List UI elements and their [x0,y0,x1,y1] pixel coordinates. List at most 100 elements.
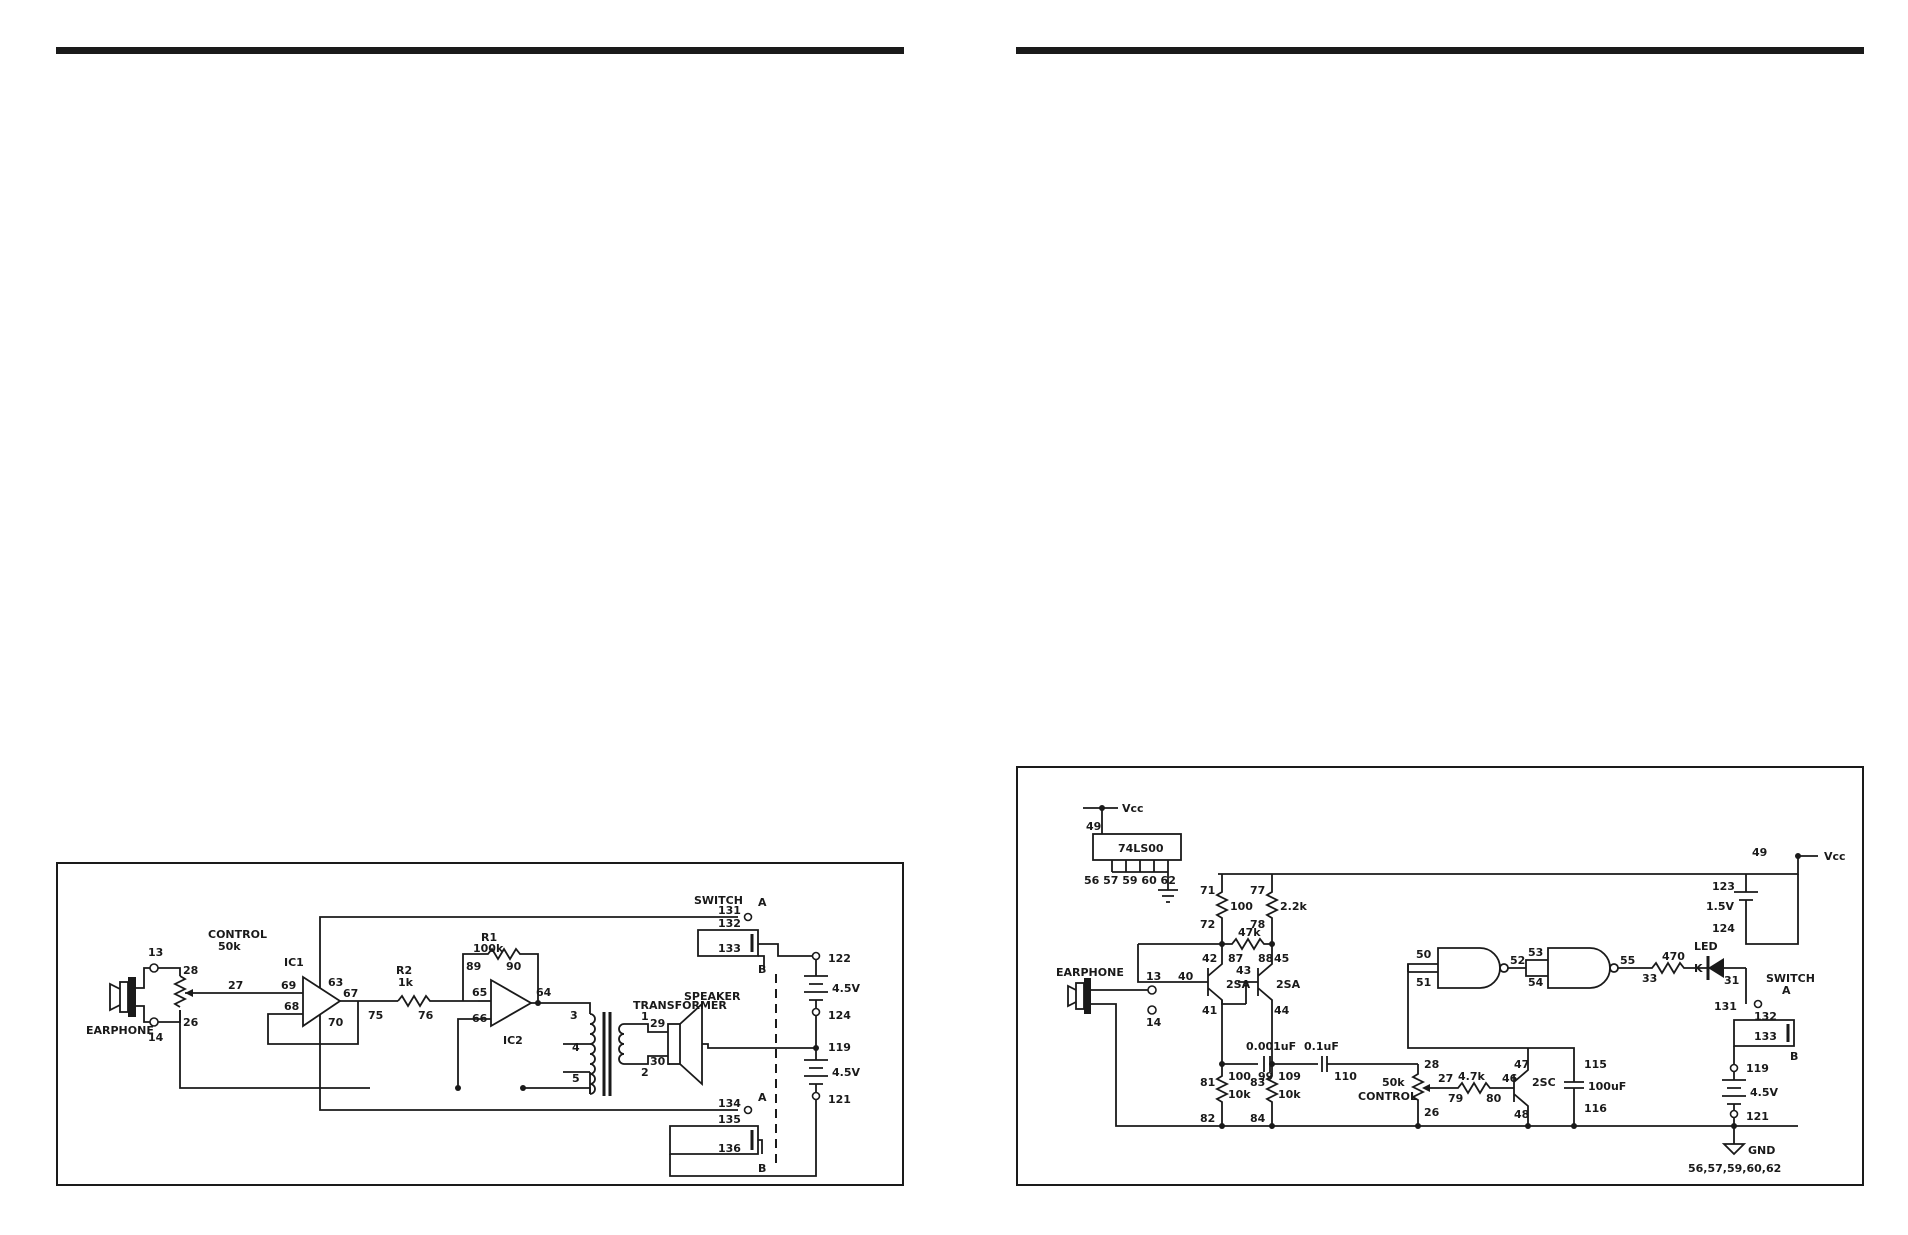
transistor-q2 [1238,944,1273,1018]
transformer-label: TRANSFORMER [633,999,727,1012]
chip-74ls00 [1092,833,1182,861]
node-121-right: 121 [1746,1110,1769,1123]
led-indicator-schematic-panel: Vcc 49 74LS00 56 57 59 60 62 Vcc 49 71 1… [1016,766,1864,1186]
node-14-right: 14 [1146,1016,1162,1029]
node-67: 67 [343,987,358,1000]
battery-45v-label: 4.5V [1750,1086,1778,1099]
node-26-right: 26 [1424,1106,1440,1119]
switch2-b-label: B [758,1162,766,1175]
top-rule-left [56,47,904,54]
node-50: 50 [1416,948,1432,961]
switch-label: SWITCH [694,894,743,907]
node-71: 71 [1200,884,1215,897]
node-27-right: 27 [1438,1072,1453,1085]
node-1: 1 [641,1010,649,1023]
amplifier-schematic-panel: 13 14 EARPHONE CONTROL 50k 28 27 26 IC1 … [56,862,904,1186]
gnd-label: GND [1748,1144,1775,1157]
node-51: 51 [1416,976,1431,989]
node-89: 89 [466,960,481,973]
chip-pins-label: 56 57 59 60 62 [1084,874,1176,887]
switch-label-right: SWITCH [1766,972,1815,985]
node-115: 115 [1584,1058,1607,1071]
node-30: 30 [650,1055,666,1068]
earphone-label-right: EARPHONE [1056,966,1124,979]
ic1-label: IC1 [284,956,304,969]
r10k-a-value: 10k [1228,1088,1251,1101]
ic1-opamp [302,975,342,1028]
node-82: 82 [1200,1112,1215,1125]
node-90: 90 [506,960,522,973]
node-87: 87 [1228,952,1243,965]
node-26: 26 [183,1016,199,1029]
node-133-right: 133 [1754,1030,1777,1043]
battery-15v-label: 1.5V [1706,900,1734,913]
node-49b: 49 [1752,846,1767,859]
switch2-a-label: A [758,1091,767,1104]
earphone-label: EARPHONE [86,1024,154,1037]
r47-value: 4.7k [1458,1070,1485,1083]
node-28: 28 [183,964,198,977]
speaker-label: SPEAKER [684,990,741,1003]
node-84: 84 [1250,1112,1266,1125]
node-79: 79 [1448,1092,1463,1105]
node-27: 27 [228,979,243,992]
node-40: 40 [1178,970,1194,983]
node-133: 133 [718,942,741,955]
led-label: LED [1694,940,1718,953]
chip-label: 74LS00 [1118,842,1164,855]
node-28-right: 28 [1424,1058,1439,1071]
node-116: 116 [1584,1102,1607,1115]
transistor-q2-label: 2SA [1276,978,1301,991]
switch-a-label-right: A [1782,984,1791,997]
node-63: 63 [328,976,343,989]
node-2: 2 [641,1066,649,1079]
node-42: 42 [1202,952,1217,965]
node-43: 43 [1236,964,1251,977]
node-132: 132 [718,917,741,930]
node-124: 124 [828,1009,851,1022]
node-109: 109 [1278,1070,1301,1083]
node-75: 75 [368,1009,383,1022]
node-48: 48 [1514,1108,1529,1121]
node-64: 64 [536,986,552,999]
ic2-opamp [490,978,533,1028]
led-k-label: K [1694,962,1703,975]
node-135: 135 [718,1113,741,1126]
battery-bottom [804,1048,828,1096]
node-76: 76 [418,1009,434,1022]
node-88: 88 [1258,952,1273,965]
node-121: 121 [828,1093,851,1106]
earphone-icon [109,977,136,1017]
node-77: 77 [1250,884,1265,897]
r100-value: 100 [1230,900,1253,913]
node-81: 81 [1200,1076,1215,1089]
node-124-right: 124 [1712,922,1735,935]
transistor-q3-label: 2SC [1532,1076,1556,1089]
node-119-right: 119 [1746,1062,1769,1075]
node-55: 55 [1620,954,1635,967]
c001-value: 0.001uF [1246,1040,1296,1053]
r22k-value: 2.2k [1280,900,1307,913]
node-46: 46 [1502,1072,1518,1085]
switch-b-label-right: B [1790,1050,1798,1063]
node-131: 131 [718,904,741,917]
node-54: 54 [1528,976,1544,989]
node-31: 31 [1724,974,1739,987]
r1-value: 100k [473,942,504,955]
speaker-icon [667,1001,703,1087]
node-72: 72 [1200,918,1215,931]
node-53: 53 [1528,946,1543,959]
r10k-b-value: 10k [1278,1088,1301,1101]
vcc-label-1: Vcc [1122,802,1144,815]
control-value-right: 50k [1382,1076,1405,1089]
c100-value: 100uF [1588,1080,1626,1093]
node-65: 65 [472,986,487,999]
node-123: 123 [1712,880,1735,893]
vcc-label-2: Vcc [1824,850,1846,863]
node-3: 3 [570,1009,578,1022]
node-41: 41 [1202,1004,1217,1017]
switch-a-label: A [758,896,767,909]
node-49a: 49 [1086,820,1101,833]
node-134: 134 [718,1097,741,1110]
r470-value: 470 [1662,950,1685,963]
